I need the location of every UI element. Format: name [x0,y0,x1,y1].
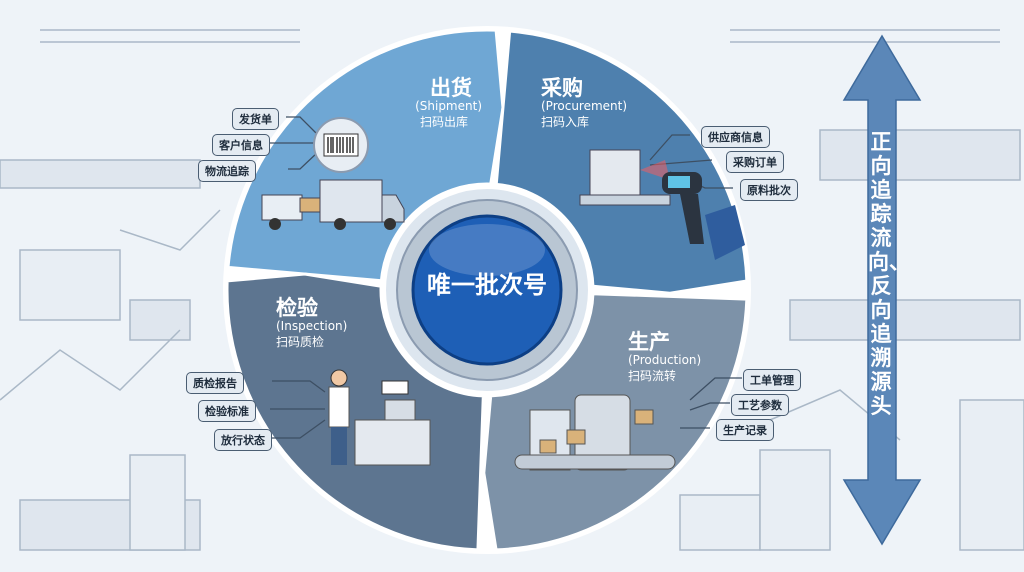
illustration-inspector [328,369,431,466]
stage-production-english: (Production) [628,353,702,367]
field-tag: 检验标准 [198,400,256,422]
stage-inspection-action: 扫码质检 [276,335,325,349]
stage-shipment-english: (Shipment) [415,99,482,113]
field-tag: 生产记录 [716,419,774,441]
field-tag: 客户信息 [212,134,270,156]
illustration-production-line [514,394,676,471]
stage-procurement-action: 扫码入库 [541,115,590,129]
field-tag: 质检报告 [186,372,244,394]
background-factory-decor [0,29,1024,551]
field-tag: 采购订单 [726,151,784,173]
stage-production-action: 扫码流转 [628,369,677,383]
trace-arrow-text: 正向追踪流向、反向追溯源头 [868,130,910,418]
stage-procurement-english: (Procurement) [541,99,628,113]
stage-production-title: 生产 [628,330,670,354]
stage-shipment-action: 扫码出库 [420,115,469,129]
stage-inspection-english: (Inspection) [276,319,348,333]
center-batch-button[interactable] [411,214,563,366]
field-tag: 发货单 [232,108,279,130]
stage-sector-inspection [225,272,485,552]
field-tag: 工艺参数 [731,394,789,416]
field-tag: 工单管理 [743,369,801,391]
leader-lines [266,116,742,439]
center-batch-label: 唯一批次号 [427,271,547,299]
illustration-box-scanner [579,149,745,260]
center-highlight [429,224,545,276]
trace-double-arrow [842,34,922,546]
stage-procurement-title: 采购 [541,76,583,100]
field-tag: 放行状态 [214,429,272,451]
stage-inspection-title: 检验 [276,296,318,320]
illustration-truck [261,179,405,230]
illustration-barcode-shipment [313,117,369,173]
stage-shipment-title: 出货 [430,76,472,100]
field-tag: 物流追踪 [198,160,256,182]
field-tag: 原料批次 [740,179,798,201]
field-tag: 供应商信息 [701,126,770,148]
